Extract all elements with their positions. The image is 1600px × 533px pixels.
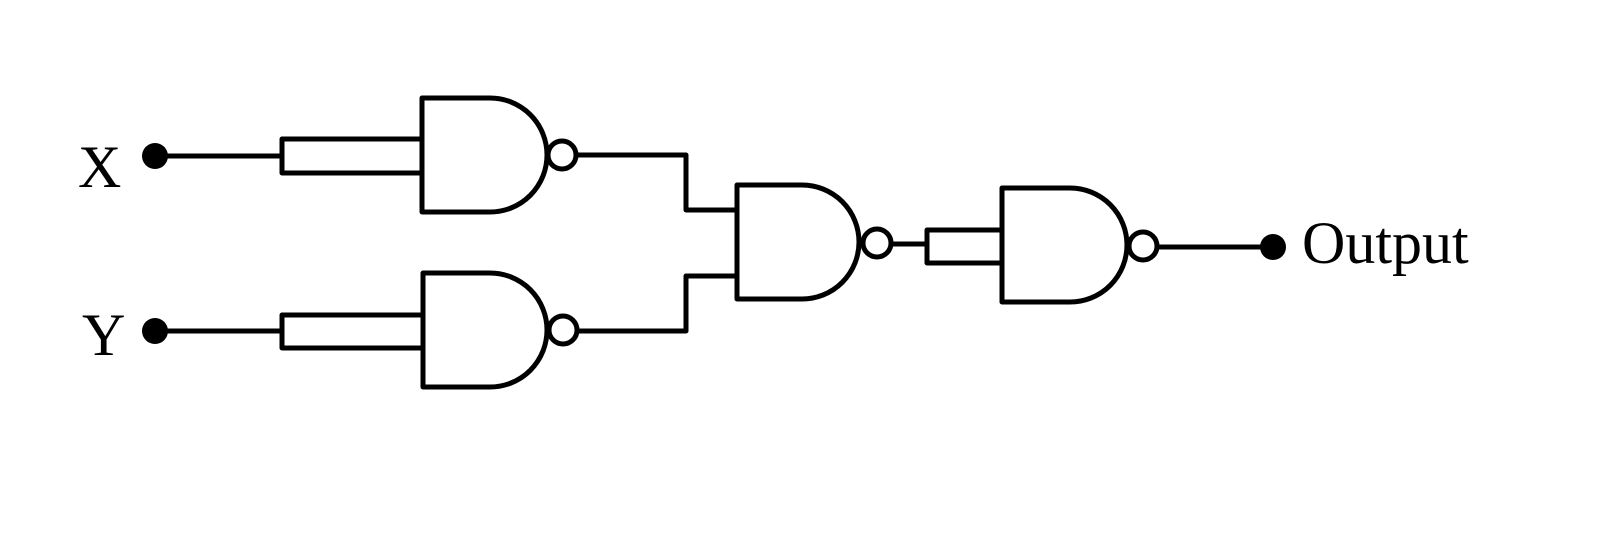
input-x-label: X xyxy=(78,134,121,200)
output-label: Output xyxy=(1302,210,1469,276)
gate-1-to-gate-3-wire xyxy=(573,152,740,213)
nand-gate-4-body xyxy=(999,185,1130,305)
nand-gate-2-body xyxy=(420,270,550,390)
nand-gate-3-body xyxy=(734,182,862,302)
nand-gate-4-bubble xyxy=(1126,229,1160,263)
input-y: Y xyxy=(82,302,423,368)
gate-2-to-gate-3-wire xyxy=(574,273,740,334)
gate-4-split-wire xyxy=(924,227,1005,266)
nand-gate-2-bubble xyxy=(546,313,580,347)
output-terminal xyxy=(1260,234,1286,260)
nand-gate-3 xyxy=(734,182,894,302)
nand-gate-3-bubble xyxy=(860,226,894,260)
input-x-split-wire xyxy=(279,136,423,176)
input-x: X xyxy=(78,134,423,200)
nand-gate-1-bubble xyxy=(545,138,579,172)
output: Output xyxy=(1154,210,1469,276)
nand-gate-1 xyxy=(419,95,579,215)
nand-gate-1-body xyxy=(419,95,550,215)
nand-gate-4 xyxy=(999,185,1160,305)
nand-gate-2 xyxy=(420,270,580,390)
input-y-label: Y xyxy=(82,302,125,368)
input-y-split-wire xyxy=(279,312,423,351)
